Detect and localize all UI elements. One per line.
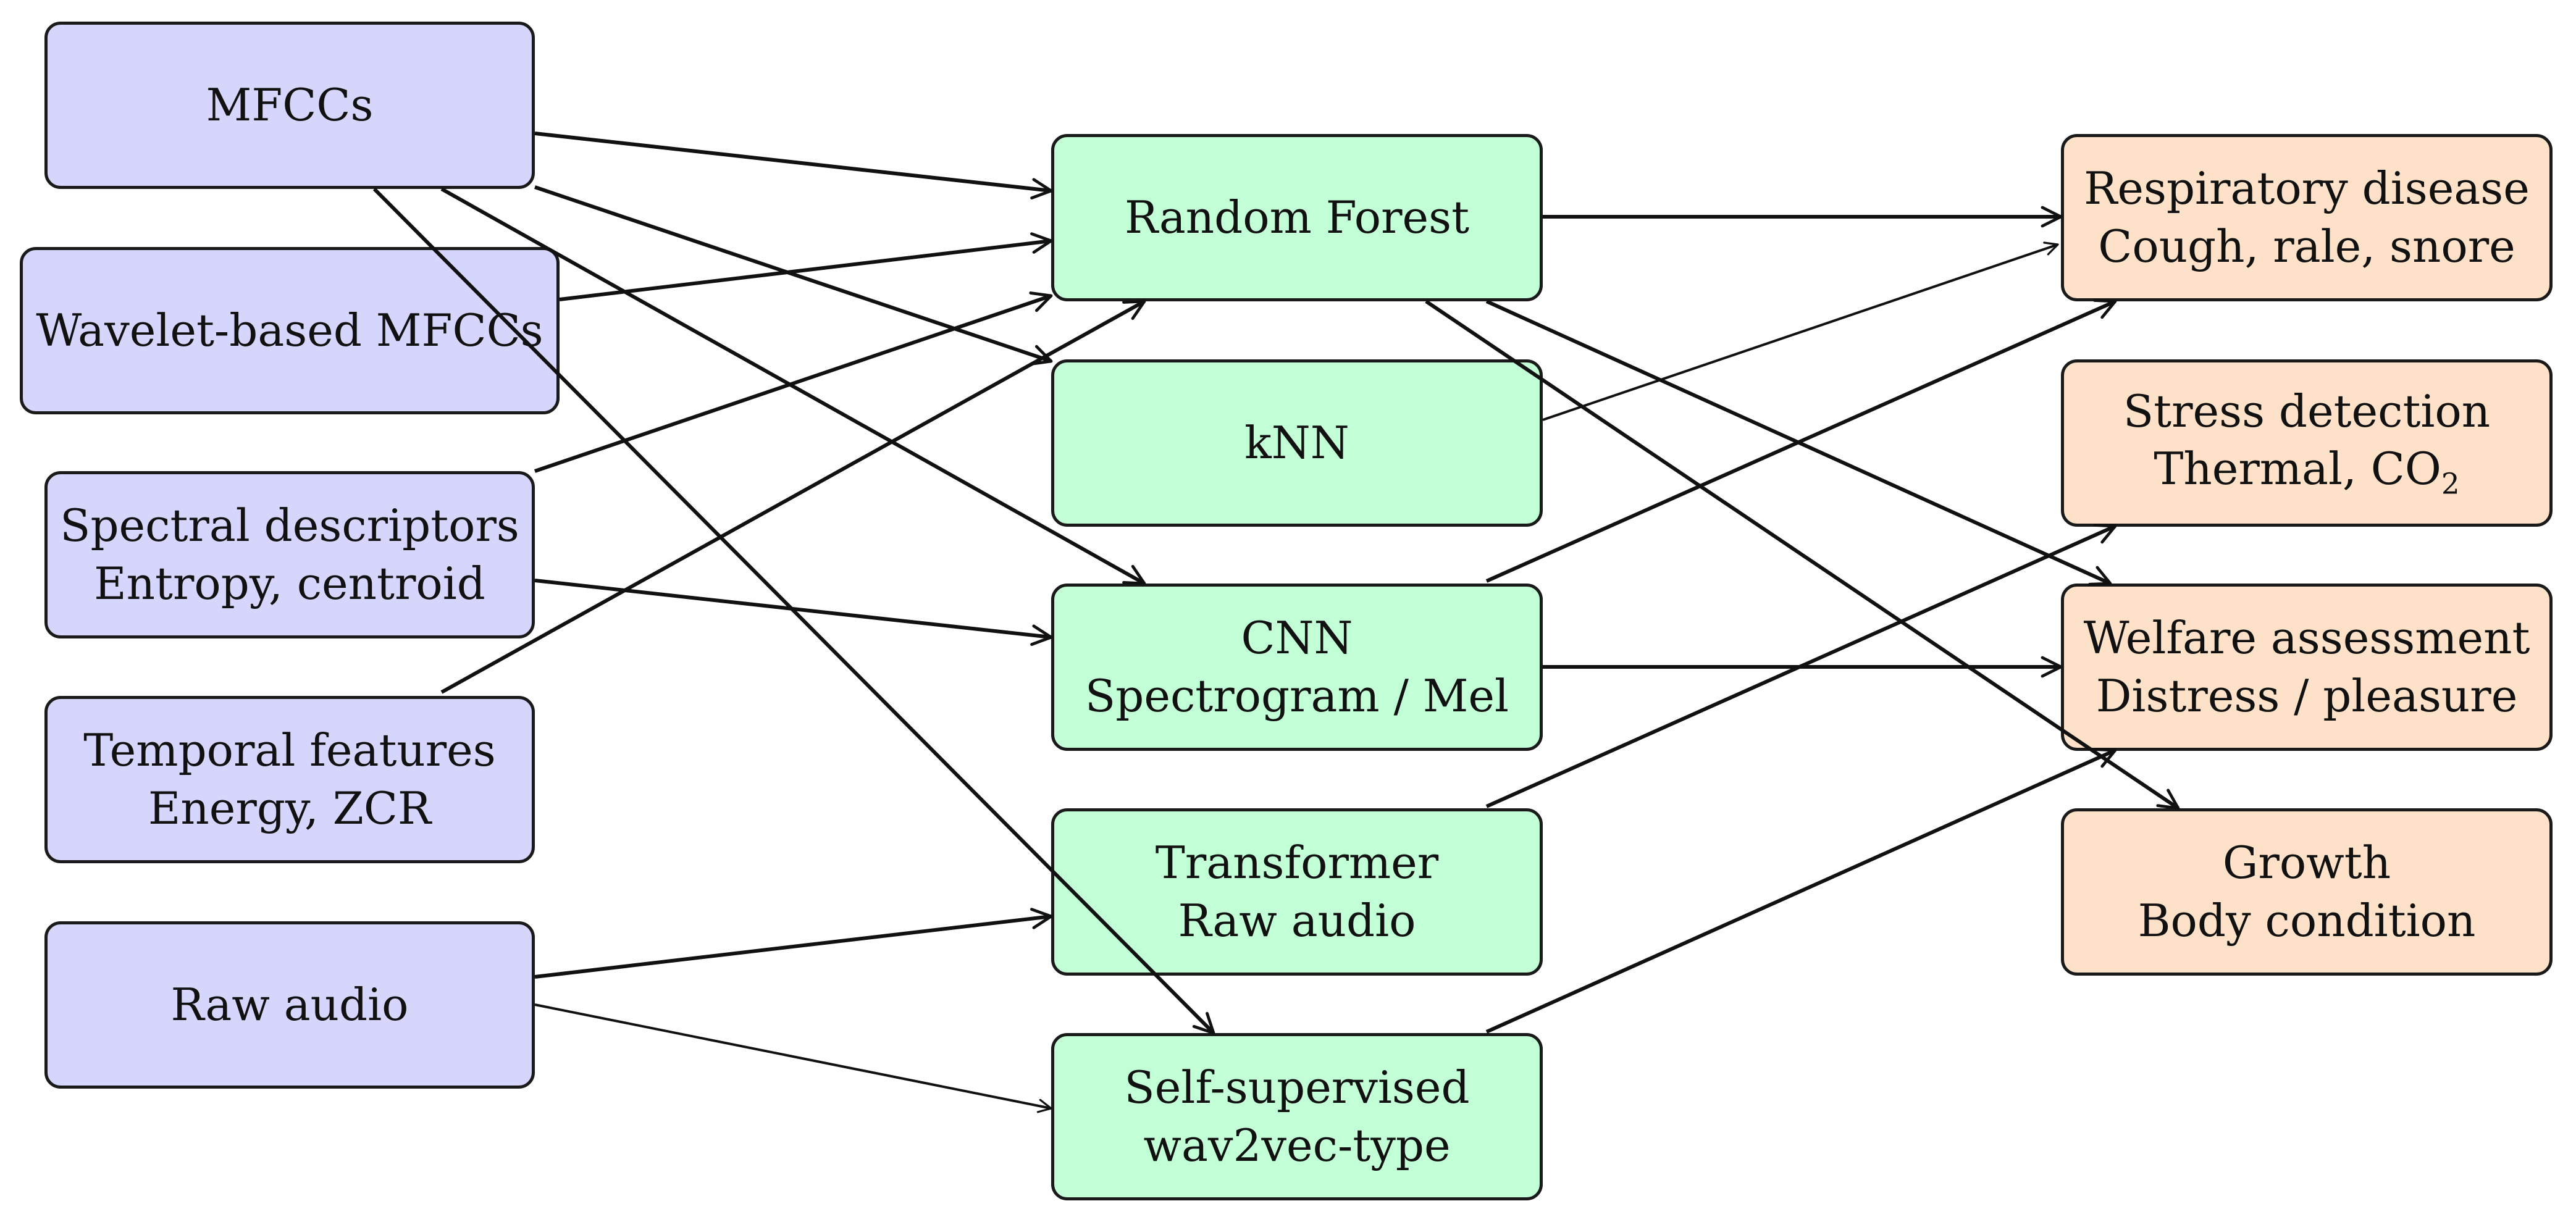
cnn-detail: Spectrogram / Mel (1085, 669, 1509, 722)
growth-title: Growth (2222, 836, 2391, 889)
random-forest-label: Random Forest (1124, 191, 1470, 243)
self-supervised-detail: wav2vec-type (1143, 1119, 1451, 1171)
node-wavelet-mfccs: Wavelet-based MFCCs (20, 247, 560, 414)
node-raw-audio: Raw audio (44, 921, 535, 1089)
mfccs-label: MFCCs (206, 78, 374, 131)
respiratory-disease-detail: Cough, rale, snore (2098, 220, 2515, 272)
stress-detection-detail-text: Thermal, CO (2154, 443, 2441, 495)
edge-temporal-to-random-forest (440, 299, 1146, 694)
wavelet-mfccs-label: Wavelet-based MFCCs (36, 304, 543, 356)
node-growth: Growth Body condition (2061, 808, 2553, 976)
node-transformer: Transformer Raw audio (1051, 808, 1543, 976)
growth-detail: Body condition (2138, 894, 2476, 947)
co2-subscript: 2 (2441, 467, 2460, 501)
transformer-title: Transformer (1155, 836, 1439, 889)
edge-raw-audio-to-transformer (534, 908, 1053, 979)
node-self-supervised: Self-supervised wav2vec-type (1051, 1033, 1543, 1200)
welfare-assessment-title: Welfare assessment (2083, 611, 2530, 664)
edge-mfccs-to-cnn (440, 187, 1146, 585)
node-mfccs: MFCCs (44, 22, 535, 189)
edge-transformer-to-stress (1485, 524, 2117, 808)
node-respiratory-disease: Respiratory disease Cough, rale, snore (2061, 134, 2553, 301)
node-random-forest: Random Forest (1051, 134, 1543, 301)
stress-detection-detail: Thermal, CO2 (2154, 440, 2459, 503)
node-stress-detection: Stress detection Thermal, CO2 (2061, 359, 2553, 527)
edge-mfccs-to-random-forest (534, 132, 1053, 199)
edge-mfccs-to-self-supervised (372, 187, 1215, 1035)
stress-detection-title: Stress detection (2123, 385, 2491, 437)
edge-spectral-to-random-forest (534, 291, 1053, 473)
edge-spectral-to-cnn (534, 579, 1053, 647)
temporal-features-title: Temporal features (83, 724, 496, 776)
cnn-title: CNN (1241, 611, 1353, 664)
edge-wavelet-to-random-forest (559, 232, 1053, 301)
transformer-detail: Raw audio (1178, 894, 1416, 947)
node-welfare-assessment: Welfare assessment Distress / pleasure (2061, 584, 2553, 751)
edge-self-supervised-to-welfare (1485, 748, 2117, 1034)
node-cnn: CNN Spectrogram / Mel (1051, 584, 1543, 751)
edge-random-forest-to-growth (1425, 299, 2180, 810)
edge-cnn-to-respiratory (1485, 299, 2117, 583)
self-supervised-title: Self-supervised (1124, 1061, 1470, 1113)
edge-knn-to-respiratory (1542, 241, 2059, 421)
welfare-assessment-detail: Distress / pleasure (2096, 669, 2518, 722)
knn-label: kNN (1244, 416, 1349, 469)
node-knn: kNN (1051, 359, 1543, 527)
respiratory-disease-title: Respiratory disease (2084, 162, 2530, 214)
node-temporal-features: Temporal features Energy, ZCR (44, 696, 535, 863)
temporal-features-detail: Energy, ZCR (148, 782, 432, 834)
raw-audio-label: Raw audio (170, 978, 409, 1031)
spectral-descriptors-title: Spectral descriptors (60, 499, 519, 551)
spectral-descriptors-detail: Entropy, centroid (94, 557, 485, 609)
edge-raw-audio-to-self-supervised (534, 1003, 1052, 1113)
edge-mfccs-to-knn (534, 185, 1053, 366)
node-spectral-descriptors: Spectral descriptors Entropy, centroid (44, 471, 535, 638)
